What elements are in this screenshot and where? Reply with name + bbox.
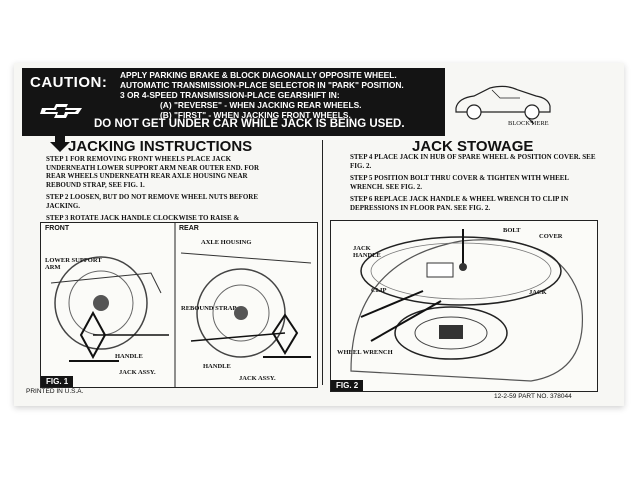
rear-handle-label: HANDLE xyxy=(203,363,231,370)
car-illustration xyxy=(455,85,551,125)
caution-band xyxy=(22,68,445,136)
figure-1: FRONT REAR LOWER SUPPORT ARM HANDLE JACK… xyxy=(40,222,318,388)
caution-title: CAUTION: xyxy=(30,74,108,91)
bolt-label: BOLT xyxy=(503,227,521,234)
warning-text: DO NOT GET UNDER CAR WHILE JACK IS BEING… xyxy=(94,118,405,130)
stowage-step-4: STEP 4 PLACE JACK IN HUB OF SPARE WHEEL … xyxy=(350,153,596,170)
front-handle-label: HANDLE xyxy=(115,353,143,360)
front-jack-assy-label: JACK ASSY. xyxy=(119,369,156,376)
jacking-heading: JACKING INSTRUCTIONS xyxy=(68,138,253,155)
caution-instructions: APPLY PARKING BRAKE & BLOCK DIAGONALLY O… xyxy=(120,70,404,120)
jacking-step-1: STEP 1 FOR REMOVING FRONT WHEELS PLACE J… xyxy=(46,155,260,189)
stowage-heading: JACK STOWAGE xyxy=(412,138,534,155)
stowage-step-5: STEP 5 POSITION BOLT THRU COVER & TIGHTE… xyxy=(350,174,569,191)
axle-housing-label: AXLE HOUSING xyxy=(201,239,252,246)
rebound-strap-label: REBOUND STRAP xyxy=(181,305,237,312)
clip-label: CLIP xyxy=(371,287,387,294)
caution-line: (B) "FIRST" - WHEN JACKING FRONT WHEELS. xyxy=(160,110,351,120)
caution-line: (A) "REVERSE" - WHEN JACKING REAR WHEELS… xyxy=(160,100,362,110)
wheel-wrench-label: WHEEL WRENCH xyxy=(337,349,393,356)
block-here-label: BLOCK HERE xyxy=(508,120,549,127)
figure-2: BOLT COVER JACK HANDLE CLIP JACK WHEEL W… xyxy=(330,220,598,392)
rear-label: REAR xyxy=(179,225,199,232)
printed-in-usa: PRINTED IN U.S.A. xyxy=(26,388,84,395)
caution-line: 3 OR 4-SPEED TRANSMISSION-PLACE GEARSHIF… xyxy=(120,90,340,100)
figure-1-drawing xyxy=(50,223,312,387)
front-label: FRONT xyxy=(45,225,70,232)
lower-support-arm-label: LOWER SUPPORT ARM xyxy=(45,257,102,271)
column-divider xyxy=(322,140,323,385)
rear-jack-assy-label: JACK ASSY. xyxy=(239,375,276,382)
caution-line: AUTOMATIC TRANSMISSION-PLACE SELECTOR IN… xyxy=(120,80,404,90)
cover-label: COVER xyxy=(539,233,563,240)
jack-label: JACK xyxy=(529,289,547,296)
jack-handle-label: JACK HANDLE xyxy=(353,245,381,259)
stowage-steps: STEP 4 PLACE JACK IN HUB OF SPARE WHEEL … xyxy=(350,153,600,216)
part-number: 12-2-59 PART NO. 378044 xyxy=(494,393,572,400)
jacking-step-2: STEP 2 LOOSEN, BUT DO NOT REMOVE WHEEL N… xyxy=(46,193,258,210)
down-arrow-icon xyxy=(50,134,70,152)
fig-2-label: FIG. 2 xyxy=(331,380,364,391)
figure-2-drawing xyxy=(350,229,583,382)
caution-line: APPLY PARKING BRAKE & BLOCK DIAGONALLY O… xyxy=(120,70,397,80)
chevrolet-bowtie-logo xyxy=(40,104,82,118)
fig-1-label: FIG. 1 xyxy=(41,376,74,387)
stowage-step-6: STEP 6 REPLACE JACK HANDLE & WHEEL WRENC… xyxy=(350,195,569,212)
